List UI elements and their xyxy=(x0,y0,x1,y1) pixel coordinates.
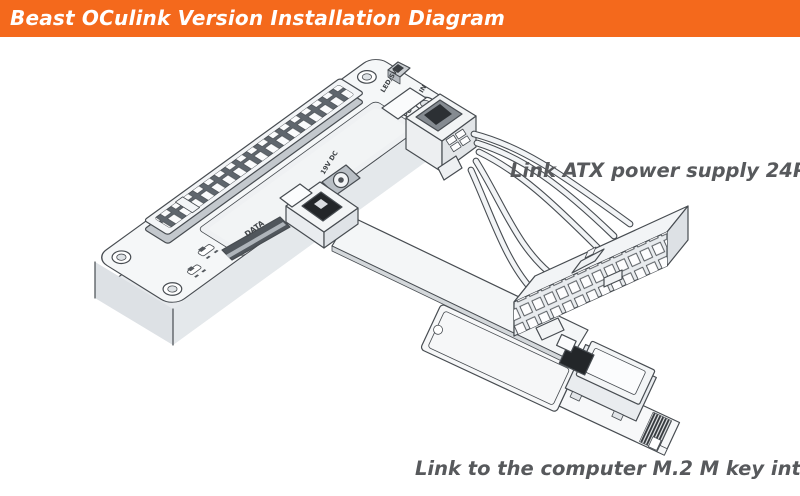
board-side-southwest xyxy=(95,262,173,345)
board-deck-inner xyxy=(209,108,408,249)
atx-24pin-connector xyxy=(514,206,688,340)
screw-hole-inner xyxy=(360,72,373,81)
wire-cores xyxy=(468,131,633,297)
m2-oculink-connector xyxy=(539,328,659,426)
oculink-board-port xyxy=(280,182,358,248)
m2-mount-hole xyxy=(432,324,444,336)
oculink-latch-cap xyxy=(280,184,312,207)
m2-connector-foot xyxy=(570,391,582,401)
atx-latch-nub xyxy=(585,247,596,258)
atx-latch-hook xyxy=(604,270,622,287)
dc-jack xyxy=(322,165,360,195)
power-connector-tab xyxy=(438,156,462,180)
data-port xyxy=(222,217,290,260)
wire-crimps xyxy=(446,129,470,152)
oculink-plug-notch xyxy=(314,199,328,209)
pcie-x16-slot xyxy=(137,78,370,244)
dip-switch-icons xyxy=(176,243,219,278)
board-top-face xyxy=(94,54,454,308)
m2-plug-latch xyxy=(557,334,577,352)
m2-connector-foot xyxy=(612,411,624,421)
screw-holes xyxy=(107,63,441,298)
page-title: Beast OCulink Version Installation Diagr… xyxy=(10,6,506,30)
atx-wire-harness xyxy=(467,130,634,298)
m2-end-tab xyxy=(657,445,667,455)
atx-cable-caption: Link ATX power supply 24P port xyxy=(510,159,800,182)
m2-cable-caption: Link to the computer M.2 M key interface xyxy=(415,457,800,480)
m2-finger-stripes xyxy=(639,412,672,450)
atx-latch xyxy=(572,249,604,273)
m2-m-key-notch xyxy=(648,437,661,451)
power-in-connector xyxy=(382,88,476,180)
power-connector-cavity xyxy=(424,104,452,125)
pcie-slot-contacts xyxy=(155,85,354,228)
atx-bottom-tab xyxy=(536,318,564,340)
screw-hole-inner xyxy=(115,253,128,262)
screw-hole-inner xyxy=(166,285,179,294)
led-sw-switch xyxy=(388,62,410,84)
pcie-slot-key-divider xyxy=(175,197,199,213)
power-connector-bracket xyxy=(382,88,426,119)
title-banner: Beast OCulink Version Installation Diagr… xyxy=(0,0,800,37)
atx-pin-grid xyxy=(514,232,667,336)
